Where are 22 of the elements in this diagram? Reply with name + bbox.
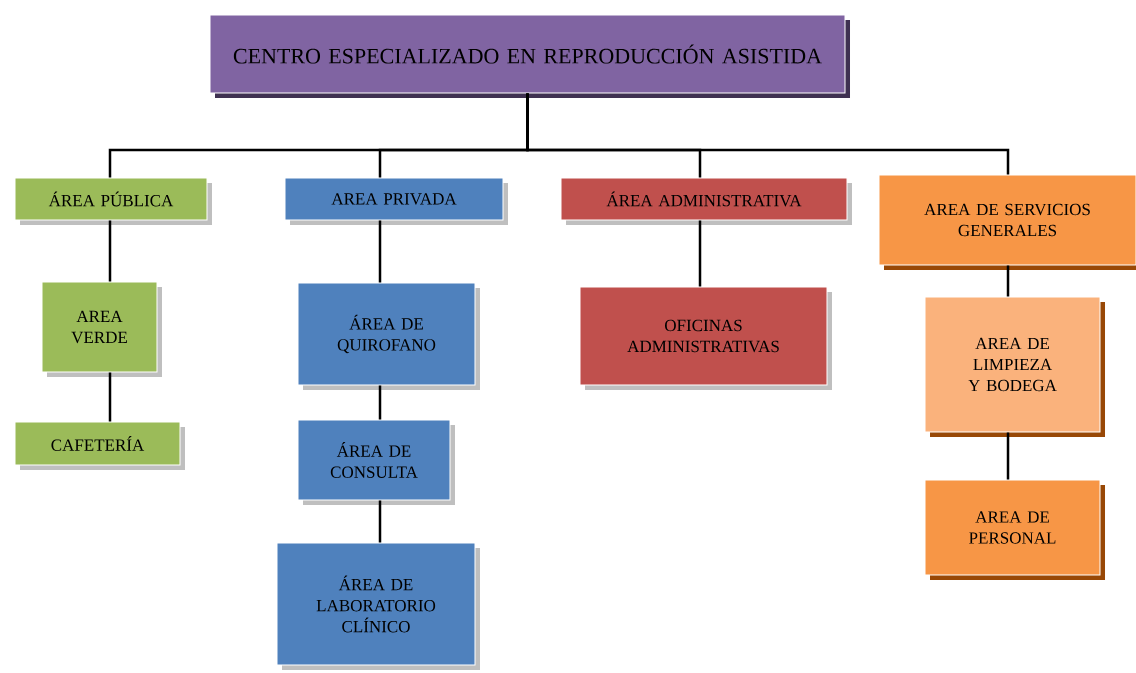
area-box: AREA DE LIMPIEZA Y BODEGA	[924, 296, 1105, 437]
area-box: AREA DE SERVICIOS GENERALES	[878, 174, 1136, 270]
area-box: CENTRO ESPECIALIZADO EN REPRODUCCIÓN ASISTIDA	[209, 14, 850, 98]
connector-line	[378, 385, 382, 420]
area-box: OFICINAS ADMINISTRATIVAS	[579, 286, 832, 390]
connector-line	[378, 500, 382, 543]
area-box: AREA DE PERSONAL	[924, 479, 1105, 580]
area-box: ÁREA DE QUIROFANO	[297, 282, 480, 390]
connector-line	[1006, 265, 1010, 297]
connector-line	[108, 372, 112, 422]
area-box: ÁREA PÚBLICA	[14, 177, 212, 225]
connector-line	[108, 220, 112, 282]
area-box: AREA VERDE	[41, 281, 162, 377]
area-box: ÁREA ADMINISTRATIVA	[560, 177, 852, 225]
connector-line	[526, 93, 1010, 175]
connector-line	[698, 220, 702, 287]
connector-line	[378, 220, 382, 283]
area-box: AREA PRIVADA	[284, 177, 508, 225]
area-box: CAFETERÍA	[14, 421, 185, 470]
area-box: ÁREA DE LABORATORIO CLÍNICO	[276, 542, 480, 670]
area-box: ÁREA DE CONSULTA	[297, 419, 455, 505]
connector-line	[1006, 432, 1010, 480]
